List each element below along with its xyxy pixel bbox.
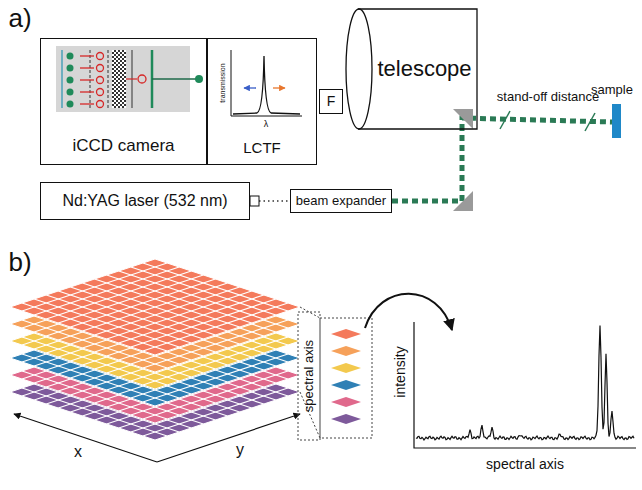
grid-line <box>108 50 109 108</box>
node-label: F <box>327 93 336 109</box>
pixel-tile <box>331 414 361 424</box>
grid-line <box>143 303 288 351</box>
distance-break <box>500 111 510 129</box>
grid-line <box>107 291 252 339</box>
tune-arrow <box>273 87 285 88</box>
node-label: Nd:YAG laser (532 nm) <box>62 192 227 210</box>
spectrum-axes <box>414 322 636 448</box>
mcp <box>112 50 126 108</box>
mirror <box>453 191 473 211</box>
mirror <box>453 109 473 129</box>
layer-plane <box>10 259 300 355</box>
lctf-plot <box>231 50 302 116</box>
tune-arrow <box>244 87 256 88</box>
axis-label: intensity <box>393 346 408 397</box>
hypercube <box>10 259 300 440</box>
window <box>61 50 63 108</box>
x-axis <box>14 414 157 462</box>
grid-line <box>143 263 288 311</box>
spectrum-line <box>416 325 634 439</box>
axis-label: spectral axis <box>486 457 564 472</box>
grid-line <box>107 275 252 323</box>
grid-line <box>83 283 228 331</box>
part-label: sample <box>591 83 633 97</box>
grid-line <box>95 279 240 327</box>
electron <box>138 75 146 83</box>
curved-arrow <box>365 294 452 330</box>
sample-target <box>612 104 621 138</box>
grid-line <box>119 271 264 319</box>
electrons <box>80 53 104 108</box>
pixel-tile <box>331 363 361 373</box>
camera-box: iCCD camera <box>40 38 207 165</box>
cylinder-body <box>358 9 477 129</box>
laser-box: Nd:YAG laser (532 nm) <box>40 182 250 220</box>
grid-line <box>95 287 240 335</box>
axis-label: spectral axis <box>302 340 316 412</box>
pixel-spectrum-column <box>331 329 361 424</box>
plot-axes <box>231 50 302 116</box>
spectral-layer <box>10 259 300 355</box>
node-label: telescope <box>377 56 471 81</box>
electron-path <box>126 78 137 79</box>
pixel-tile <box>331 329 361 339</box>
distance-break <box>585 113 595 131</box>
grid-line <box>131 267 276 315</box>
output-photon <box>195 75 203 83</box>
photons <box>67 53 74 108</box>
extraction-frame <box>298 307 372 440</box>
process-box: beam expander <box>290 189 392 213</box>
pixel-tile <box>331 397 361 407</box>
axis-label: transmission <box>219 63 227 102</box>
panel-label: a) <box>8 4 31 33</box>
axis-label: x <box>74 443 82 461</box>
node-label: iCCD camera <box>72 136 174 156</box>
laser-aperture <box>250 196 259 206</box>
transmission-peak <box>233 56 300 114</box>
axis-label: y <box>236 441 244 459</box>
pixel-tile <box>331 346 361 356</box>
distance-label: stand-off distance <box>497 90 599 104</box>
filter-label-box: F <box>319 89 343 114</box>
photocathode <box>90 50 91 108</box>
axis-label: λ <box>264 120 269 130</box>
iccd-illustration <box>56 46 203 112</box>
pixel-tile <box>331 380 361 390</box>
panel-label: b) <box>8 248 31 277</box>
grid-line <box>119 295 264 343</box>
laser-beam <box>392 130 462 201</box>
y-axis <box>157 414 300 462</box>
output-line <box>152 78 196 80</box>
grid-line <box>83 283 228 331</box>
node-label: LCTF <box>243 139 281 156</box>
grid-line <box>131 299 276 347</box>
node-label: beam expander <box>296 194 386 209</box>
telescope-cylinder: telescope <box>345 8 478 130</box>
cylinder-face <box>346 9 372 129</box>
